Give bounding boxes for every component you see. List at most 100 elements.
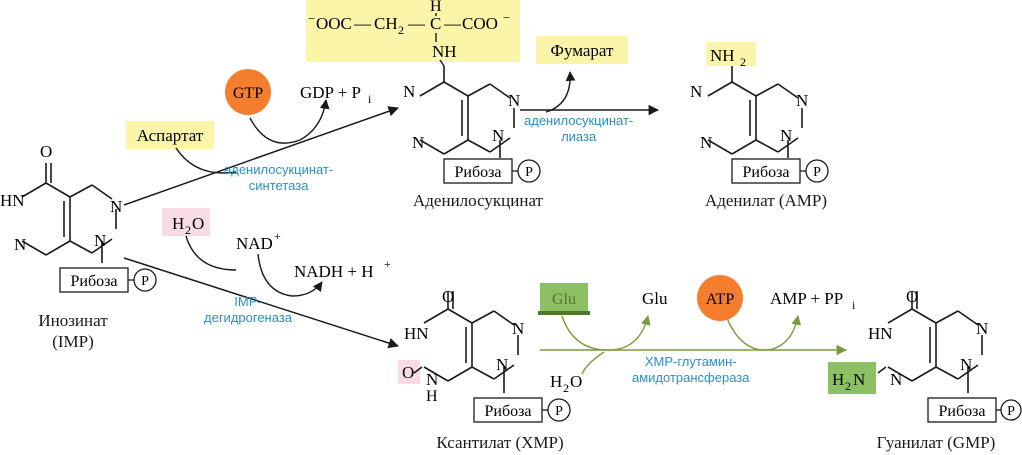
- gmp-ribose-label: Рибоза: [938, 403, 985, 420]
- nad-label: NAD: [236, 234, 273, 253]
- as-phosphate-label: P: [525, 165, 533, 180]
- xmp-phosphate-label: P: [555, 404, 563, 419]
- enzyme-lyase-line2: лиаза: [561, 129, 597, 144]
- enzyme-adenylosuccinate-lyase: аденилосукцинат- лиаза: [524, 113, 633, 145]
- enzyme-imp-dh-line2: дегидрогеназа: [204, 310, 293, 325]
- gmp-phosphate-label: P: [1007, 404, 1015, 419]
- h2o-top-h: H: [172, 214, 184, 233]
- fumarate-box: [536, 36, 628, 64]
- succ-nh: NH: [432, 42, 457, 61]
- succ-ooc: OOC: [316, 14, 352, 33]
- imp-abbr: (IMP): [52, 332, 94, 351]
- adenylosuccinate-ribose-phosphate: Рибоза P: [443, 158, 541, 184]
- nad-sup: +: [274, 229, 281, 243]
- imp-n9: N: [94, 231, 106, 250]
- h2o-top-sub: 2: [185, 223, 191, 237]
- amp-structure: [707, 66, 803, 158]
- amp-ppi-sub: i: [852, 298, 856, 312]
- nadh-label: NADH + H: [294, 262, 373, 281]
- succ-coo: COO: [462, 14, 498, 33]
- xmp-n7: N: [512, 319, 524, 338]
- aspartate-curve: [175, 147, 237, 174]
- gmp-h2n-n: N: [853, 370, 865, 389]
- gmp-ribose-phosphate: Рибоза P: [927, 397, 1022, 423]
- enzyme-imp-dh-line1: IMP-: [234, 294, 262, 309]
- succ-minus-right: −: [503, 10, 510, 25]
- succ-h: H: [430, 0, 442, 15]
- gmp-hn: HN: [868, 324, 893, 343]
- amp-ribose-label: Рибоза: [742, 164, 789, 181]
- as-n9: N: [492, 126, 504, 145]
- h2o-bottom-curve: [581, 351, 605, 375]
- xmp-o-bottom: O: [402, 363, 414, 382]
- amp-n7: N: [796, 91, 808, 110]
- amp-name: Аденилат (AMP): [704, 191, 828, 210]
- atp-to-amp-curve: [723, 309, 802, 351]
- xmp-hn: HN: [404, 324, 429, 343]
- succ-c: C: [430, 14, 441, 33]
- h2o-top-o: O: [192, 214, 204, 233]
- gmp-name: Гуанилат (GMP): [876, 433, 996, 452]
- amp-n1: N: [690, 82, 702, 101]
- adenylosuccinate-name: Аденилосукцинат: [413, 191, 543, 210]
- xmp-name: Ксантилат (XMP): [436, 433, 564, 452]
- amp-nh2: NH: [710, 46, 735, 65]
- glu-underline: [538, 311, 590, 315]
- xmp-ribose-label: Рибоза: [484, 403, 531, 420]
- imp-phosphate-label: P: [141, 274, 149, 289]
- gtp-to-gdp-curve: [249, 99, 330, 144]
- gmp-h2n-sub: 2: [845, 379, 851, 393]
- amp-phosphate-label: P: [813, 165, 821, 180]
- imp-structure: [21, 163, 117, 263]
- gmp-o: O: [906, 287, 918, 306]
- fumarate-label: Фумарат: [551, 41, 614, 60]
- nad-to-nadh-curve: [257, 253, 323, 297]
- as-n1: N: [403, 82, 415, 101]
- imp-o: O: [40, 142, 52, 161]
- imp-caption: Инозинат (IMP): [18, 310, 128, 352]
- gmp-n3: N: [890, 370, 902, 389]
- gmp-h2n-h: H: [832, 370, 844, 389]
- h2o-bottom-sub: 2: [563, 381, 569, 395]
- xmp-o-top: O: [442, 287, 454, 306]
- succ-ch2-sub: 2: [398, 23, 404, 37]
- enzyme-xmp-glutamine-amidotransferase: XMP-глутамин- амидотрансфераза: [632, 354, 749, 386]
- h2o-curve: [185, 235, 237, 271]
- succinyl-group: − OOC — CH 2 — C H — COO − NH: [308, 0, 510, 67]
- xmp-o-highlight: [398, 360, 420, 384]
- imp-to-xmp-arrow: [123, 257, 399, 349]
- h2o-pink-box: [162, 208, 210, 236]
- gmp-n9: N: [960, 355, 972, 374]
- amp-ribose-phosphate: Рибоза P: [731, 158, 829, 184]
- nh2-highlight: [706, 42, 756, 66]
- gmp-n7: N: [976, 319, 988, 338]
- amp-nh2-sub: 2: [740, 55, 746, 69]
- as-n3: N: [412, 133, 424, 152]
- succ-dash1: —: [353, 14, 372, 33]
- succ-dash2: —: [407, 14, 426, 33]
- as-ribose-label: Рибоза: [454, 164, 501, 181]
- imp-n3: N: [14, 235, 26, 254]
- enzyme-xmp-amido-line1: XMP-глутамин-: [644, 354, 737, 369]
- succ-dash3: —: [443, 14, 462, 33]
- glu-box-label: Glu: [552, 291, 576, 308]
- imp-to-adenylosuccinate-arrow: [123, 106, 399, 206]
- gmp-structure: [877, 291, 983, 393]
- as-n7: N: [508, 91, 520, 110]
- enzyme-adenylosuccinate-synthetase: аденилосукцинат- синтетаза: [224, 162, 333, 194]
- xmp-ribose-phosphate: Рибоза P: [473, 397, 571, 423]
- succinyl-highlight: [306, 0, 520, 62]
- atp-circle: [697, 275, 743, 321]
- h2o-bottom-o: O: [570, 372, 582, 391]
- gdp-pi-sub: i: [368, 92, 372, 106]
- imp-n7: N: [110, 197, 122, 216]
- enzyme-imp-dehydrogenase: IMP- дегидрогеназа: [204, 294, 292, 326]
- aspartate-label: Аспартат: [137, 126, 204, 145]
- xmp-n3-h: H: [426, 388, 438, 405]
- amp-n3: N: [700, 133, 712, 152]
- gdp-pi-label: GDP + P: [300, 83, 361, 102]
- imp-hn: HN: [0, 191, 25, 210]
- aspartate-box: [126, 121, 214, 149]
- h2o-bottom-h: H: [550, 372, 562, 391]
